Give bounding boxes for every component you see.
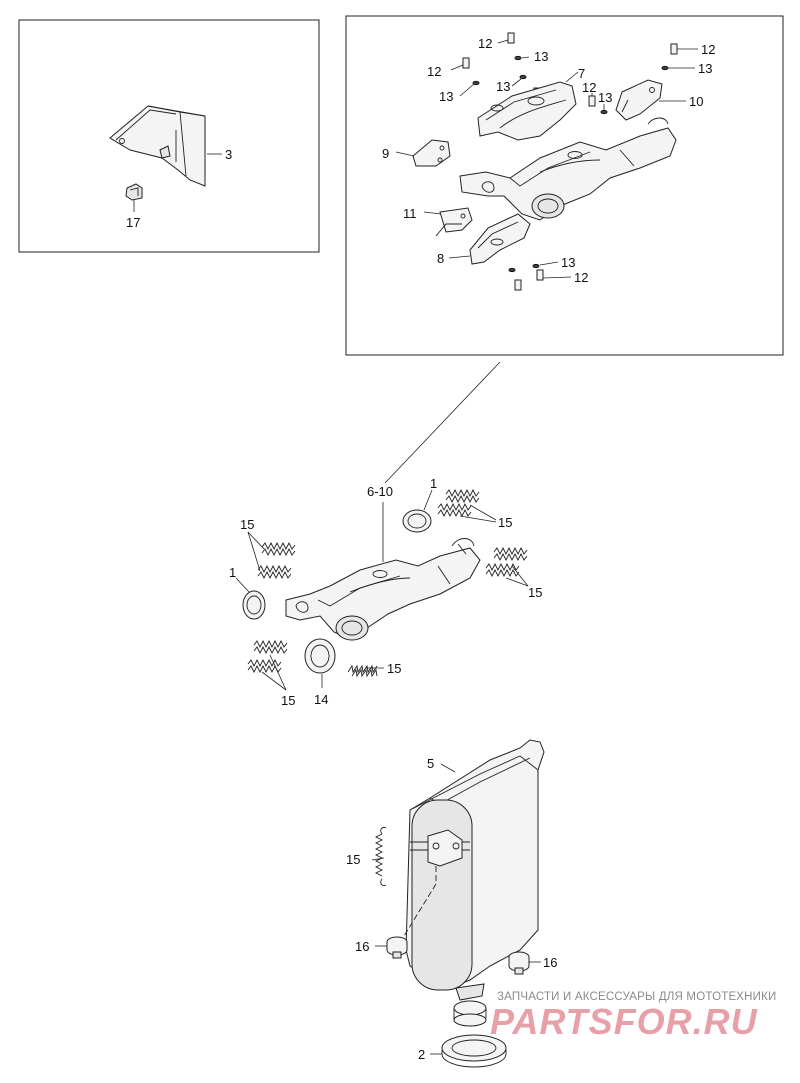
- callout-3: 3: [225, 147, 232, 162]
- callout-13-e: 13: [698, 61, 712, 76]
- rubber-mount-part-16-right: [508, 951, 530, 975]
- callout-15-e: 15: [387, 661, 401, 676]
- bracket-part-11: [435, 207, 473, 237]
- clip-part-17: [125, 183, 143, 201]
- exhaust-header-box-view: [459, 117, 677, 221]
- leader-5: [440, 763, 456, 773]
- leaders-springs: [247, 504, 529, 861]
- callout-7: 7: [578, 66, 585, 81]
- leaders-box2: [395, 39, 698, 279]
- bracket-part-10: [615, 79, 663, 121]
- gasket-part-1-lower: [242, 590, 266, 620]
- callout-9: 9: [382, 146, 389, 161]
- cover-part-7: [477, 81, 577, 141]
- callout-16-right: 16: [543, 955, 557, 970]
- leader-1-upper: [423, 489, 433, 511]
- exhaust-header-assembly: [285, 538, 481, 641]
- bolt-washer-group-bottom: [508, 263, 544, 291]
- callout-17: 17: [126, 215, 140, 230]
- callout-12-e: 12: [574, 270, 588, 285]
- rubber-mount-part-16-left: [386, 936, 408, 959]
- callout-12-a: 12: [427, 64, 441, 79]
- callout-12-b: 12: [478, 36, 492, 51]
- callout-5: 5: [427, 756, 434, 771]
- callout-15-d: 15: [281, 693, 295, 708]
- gasket-part-2: [441, 1034, 507, 1068]
- callout-10: 10: [689, 94, 703, 109]
- watermark-caption: ЗАПЧАСТИ И АКСЕССУАРЫ ДЛЯ МОТОТЕХНИКИ: [497, 991, 777, 1003]
- callout-15-a: 15: [498, 515, 512, 530]
- callout-8: 8: [437, 251, 444, 266]
- watermark-brand: PARTSFOR.RU: [490, 1001, 758, 1042]
- callout-14: 14: [314, 692, 328, 707]
- bolt-washer-group-top: [462, 32, 678, 115]
- callout-11: 11: [403, 206, 417, 221]
- callout-16-left: 16: [355, 939, 369, 954]
- callout-13-a: 13: [439, 89, 453, 104]
- gasket-part-1-upper: [402, 509, 432, 533]
- callout-1-lower: 1: [229, 565, 236, 580]
- plate-part-9: [412, 139, 451, 167]
- callout-1-upper: 1: [430, 476, 437, 491]
- callout-15-c: 15: [528, 585, 542, 600]
- callout-12-c: 12: [582, 80, 596, 95]
- reference-line: [384, 361, 501, 484]
- callout-15-b: 15: [240, 517, 254, 532]
- callout-13-c: 13: [496, 79, 510, 94]
- callout-12-d: 12: [701, 42, 715, 57]
- callout-6-10: 6-10: [367, 484, 393, 499]
- callout-13-d: 13: [598, 90, 612, 105]
- detail-box-heat-shield: [18, 19, 320, 253]
- heat-shield-part-3: [109, 105, 206, 187]
- leader-1-lower: [235, 577, 250, 593]
- callout-2: 2: [418, 1047, 425, 1062]
- callout-15-f: 15: [346, 852, 360, 867]
- gasket-part-14: [304, 638, 336, 674]
- callout-13-f: 13: [561, 255, 575, 270]
- cover-part-8: [469, 213, 531, 265]
- callout-13-b: 13: [534, 49, 548, 64]
- detail-box-exhaust-covers: [345, 15, 784, 356]
- muffler-part-5: [403, 739, 545, 1027]
